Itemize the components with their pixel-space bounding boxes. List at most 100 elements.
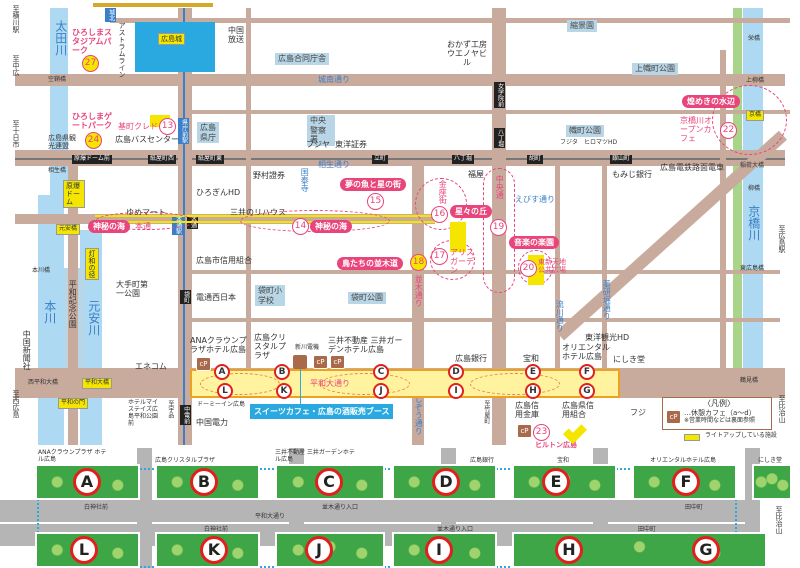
strip-marker-i[interactable]: I xyxy=(425,536,453,564)
place-toyo-kanko: 東洋観光HD xyxy=(585,333,630,342)
place-mystays: ホテルマイステイズ広島平和公園前 xyxy=(128,399,159,427)
marker-d[interactable]: D xyxy=(448,364,464,380)
place-fujita: フジタ xyxy=(560,139,578,146)
place-fukuya: 福屋 xyxy=(468,170,484,179)
marker-k[interactable]: K xyxy=(276,383,292,399)
legend-lightup: ライトアップしている施設 xyxy=(705,432,777,439)
direction-nishihiroshima: 至西広島 xyxy=(12,390,21,418)
illumination-13-label: 基町クレド xyxy=(118,122,158,131)
place-mitsui-garden: 三井不動産 三井ガーデンホテル広島 xyxy=(328,336,403,355)
illumination-27-label: ひろしまスタジアムパーク xyxy=(72,28,112,56)
strip-marker-d[interactable]: D xyxy=(432,468,460,496)
strip-label-hirogin: 広島銀行 xyxy=(470,457,495,464)
event-area-border xyxy=(37,468,737,568)
place-shinyo-kumiai: 広島市信用組合 xyxy=(196,256,252,265)
place-rcc: 中国放送 xyxy=(228,26,244,45)
illumination-20[interactable]: 20 xyxy=(520,260,537,277)
place-fukuro-park: 袋町公園 xyxy=(348,292,386,304)
road-h2 xyxy=(190,110,790,114)
station-tatemachi: 立町 xyxy=(372,155,389,164)
strip-marker-g[interactable]: G xyxy=(692,536,720,564)
bus-stop-shirakami-n: 白神社前 xyxy=(84,504,109,511)
kyobashi-cafe-label: 京橋川オープンカフェ xyxy=(680,116,712,144)
gate-of-peace: 平和の門 xyxy=(58,398,89,409)
marker-j[interactable]: J xyxy=(373,383,389,399)
marker-e[interactable]: E xyxy=(525,364,541,380)
bridge-sorasaya: 空鞘橋 xyxy=(48,76,67,83)
illumination-23-label: ヒルトン広島 xyxy=(535,441,577,449)
place-peace-memorial-park: 平和記念公園 xyxy=(68,280,78,328)
place-nishikido: にしき堂 xyxy=(613,355,645,364)
road-jonan xyxy=(15,74,785,86)
illumination-22[interactable]: 22 xyxy=(720,122,737,139)
illumination-23[interactable]: 23 xyxy=(533,424,550,441)
place-hirogin-bank: 広島銀行 xyxy=(455,354,487,363)
strip-marker-j[interactable]: J xyxy=(305,536,333,564)
place-chugoku-denryoku: 中国電力 xyxy=(196,418,228,427)
direction-tokaichi: 至十日市 xyxy=(12,120,21,148)
strip-marker-e[interactable]: E xyxy=(542,468,570,496)
bridge-motoyasu: 元安橋 xyxy=(56,224,81,235)
strip-marker-c[interactable]: C xyxy=(315,468,343,496)
strip-label-ana: ANAクラウンプラザ ホテル広島 xyxy=(38,449,107,463)
street-ebisu: えびす通り xyxy=(515,195,555,204)
place-ken-shinyo: 広島県信用組合 xyxy=(562,401,594,420)
strip-marker-h[interactable]: H xyxy=(555,536,583,564)
illumination-18-label: 鳥たちの並木道 xyxy=(337,257,403,270)
tram-line xyxy=(15,158,785,160)
marker-h[interactable]: H xyxy=(525,383,541,399)
place-shukkeien: 縮景園 xyxy=(567,20,597,32)
station-kanayamacho: 銀山町 xyxy=(610,155,633,164)
illumination-16[interactable]: 16 xyxy=(431,206,448,223)
callout-pointer xyxy=(300,369,301,405)
strip-label-oriental: オリエンタルホテル広島 xyxy=(650,457,717,464)
station-kamiyacho-nishi: 紙屋町西 xyxy=(148,155,177,164)
legend-note: ※営業時間などは裏面参照 xyxy=(684,417,756,424)
block-hg xyxy=(512,532,767,568)
illumination-24[interactable]: 24 xyxy=(85,132,102,149)
legend-lightup-swatch xyxy=(684,434,700,441)
illumination-15[interactable]: 15 xyxy=(367,193,384,210)
bus-stop-shirakami-s: 白神社前 xyxy=(204,526,229,533)
place-dormy-inn: ドーミーイン広島 xyxy=(197,401,246,408)
illumination-19-label: 音楽の楽園 xyxy=(509,236,559,249)
road-h1 xyxy=(110,18,790,23)
direction-yokogawa: 至横川駅 xyxy=(12,5,21,33)
legend: 〈凡例〉 cP …休憩カフェ（a〜d） ※営業時間などは裏面参照 xyxy=(662,397,772,430)
bridge-nishiheiwa: 西平和大橋 xyxy=(28,379,59,386)
illumination-17[interactable]: 17 xyxy=(431,248,448,265)
bus-stop-namiki-n: 並木通り入口 xyxy=(322,504,359,511)
marker-f[interactable]: F xyxy=(579,364,595,380)
strip-marker-l[interactable]: L xyxy=(70,536,98,564)
marker-g[interactable]: G xyxy=(579,383,595,399)
bus-stop-namiki-s: 並木通り入口 xyxy=(437,526,474,533)
illumination-ring xyxy=(320,373,410,395)
illumination-19[interactable]: 19 xyxy=(490,219,507,236)
marker-c[interactable]: C xyxy=(373,364,389,380)
place-nomura: 野村證券 xyxy=(253,171,285,180)
marker-b[interactable]: B xyxy=(274,364,290,380)
illumination-22-label: 煌めきの水辺 xyxy=(682,95,740,108)
road-v-right xyxy=(720,50,726,370)
illumination-ring xyxy=(712,85,787,155)
road-hondori xyxy=(15,214,435,224)
strip-marker-a[interactable]: A xyxy=(73,468,101,496)
cafe-icon: cP xyxy=(330,355,345,369)
illumination-18[interactable]: 18 xyxy=(410,254,427,271)
marker-a[interactable]: A xyxy=(214,364,230,380)
illumination-27[interactable]: 27 xyxy=(82,55,99,72)
marker-i[interactable]: I xyxy=(448,383,464,399)
strip-marker-b[interactable]: B xyxy=(190,468,218,496)
marker-l[interactable]: L xyxy=(217,383,233,399)
cafe-icon: cP xyxy=(313,355,328,369)
station-chudenmae: 中電前 xyxy=(180,405,191,425)
strip-marker-f[interactable]: F xyxy=(672,468,700,496)
illumination-16-label: 星々の丘 xyxy=(450,205,492,218)
bridge-honkawa: 本川橋 xyxy=(32,267,51,274)
place-mitsui-rehouse: 三井のリハウス xyxy=(230,208,286,217)
illumination-13[interactable]: 13 xyxy=(159,118,176,135)
illumination-14[interactable]: 14 xyxy=(292,218,309,235)
strip-marker-k[interactable]: K xyxy=(200,536,228,564)
direction-nakahiro: 至中広 xyxy=(12,55,21,76)
station-jouhoku: 城北 xyxy=(105,8,116,22)
